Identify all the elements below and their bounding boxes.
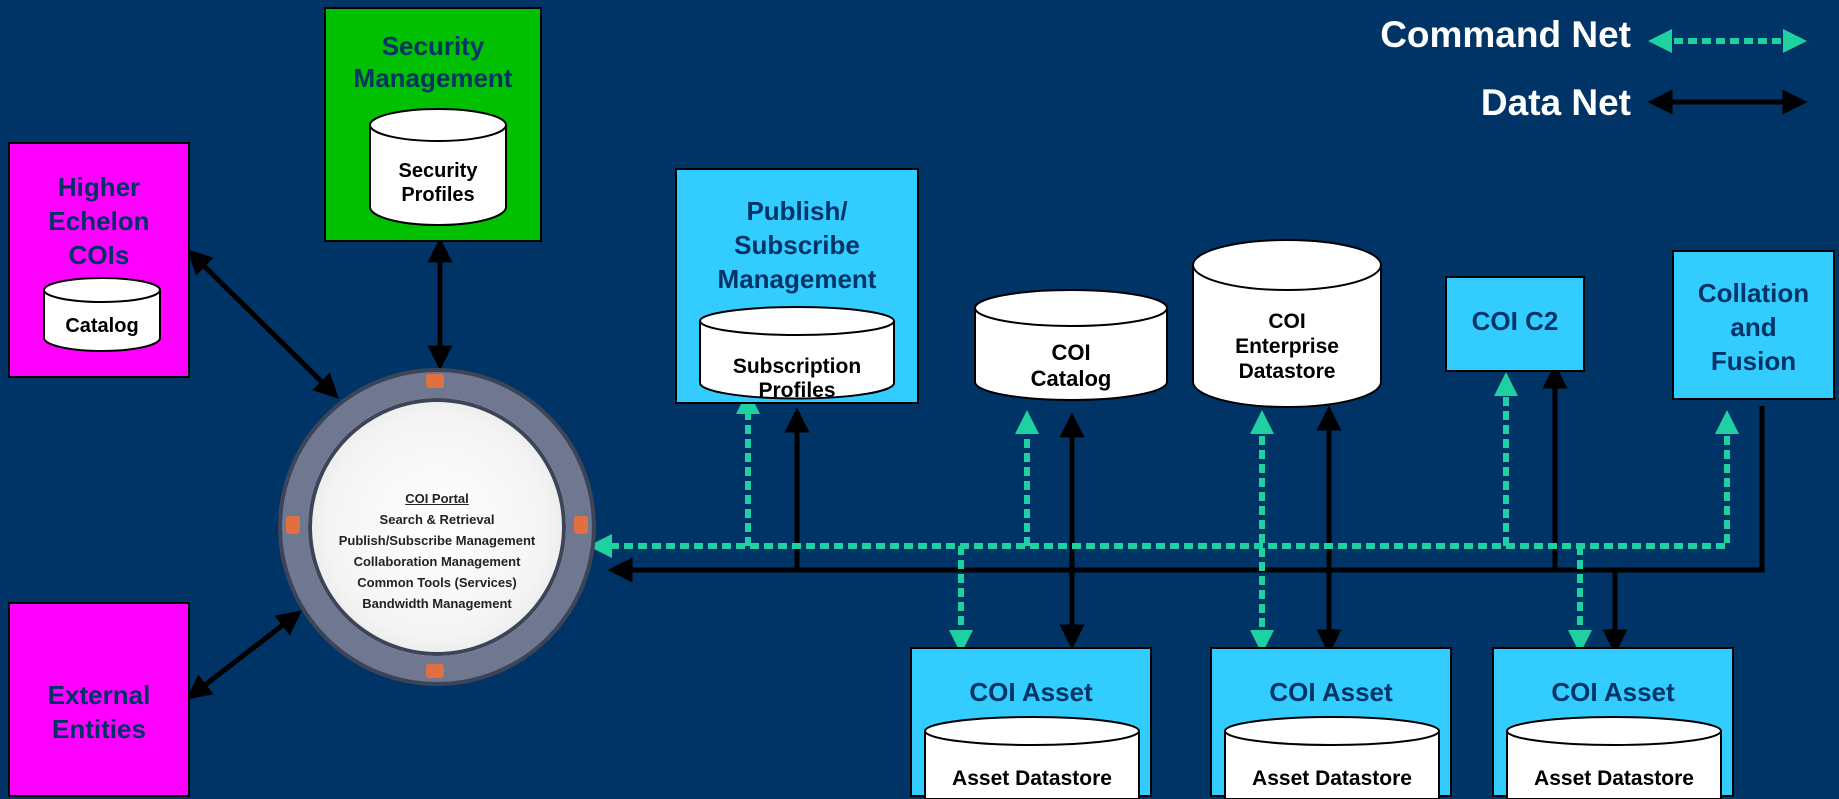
coi-catalog-label-2: Catalog [1031,366,1112,391]
subscription-profiles-label-2: Profiles [758,379,835,402]
catalog-cylinder: Catalog [43,277,161,352]
external-entities-title-1: External [47,680,151,710]
asset-datastore-cylinder: Asset Datastore [924,716,1140,799]
asset-datastore-label: Asset Datastore [1534,767,1694,790]
portal-item: Search & Retrieval [379,512,495,527]
coi-asset-box-3: COI Asset Asset Datastore [1492,647,1734,799]
asset-datastore-cylinder: Asset Datastore [1506,716,1722,799]
coi-catalog-cylinder: COI Catalog [974,289,1168,401]
portal-chevron-bottom [426,664,444,678]
security-management-box: Security Management Security Profiles [324,7,542,242]
coi-catalog-label-1: COI [1051,340,1090,365]
coi-asset-box-1: COI Asset Asset Datastore [910,647,1152,799]
portal-chevron-right [574,516,588,534]
security-management-title-2: Management [353,63,513,93]
security-management-title-1: Security [381,31,485,61]
higher-echelon-title-2: Echelon [48,206,150,236]
asset-datastore-label: Asset Datastore [952,767,1112,790]
coi-portal: COI Portal Search & Retrieval Publish/Su… [282,372,592,682]
portal-heading: COI Portal [405,491,469,506]
portal-text: COI Portal Search & Retrieval Publish/Su… [308,488,566,614]
external-entities-title-2: Entities [52,714,146,744]
collation-title-1: Collation [1697,278,1810,308]
coi-c2-title: COI C2 [1471,306,1559,336]
security-profiles-label-1: Security [399,160,479,182]
subscription-profiles-cylinder: Subscription Profiles [699,306,895,402]
portal-item: Collaboration Management [353,554,521,569]
coi-enterprise-label-2: Enterprise [1235,335,1339,358]
portal-item: Publish/Subscribe Management [338,533,536,548]
portal-chevron-top [426,374,444,388]
asset-datastore-label: Asset Datastore [1252,767,1412,790]
legend-command-net: Command Net [1380,14,1631,55]
portal-item: Common Tools (Services) [357,575,517,590]
collation-fusion-box: Collation and Fusion [1672,250,1835,400]
pubsub-title-3: Management [717,264,877,294]
coi-asset-box-2: COI Asset Asset Datastore [1210,647,1452,799]
asset-datastore-cylinder: Asset Datastore [1224,716,1440,799]
higher-echelon-title-3: COIs [68,240,130,270]
pubsub-title-2: Subscribe [734,230,860,260]
collation-title-3: Fusion [1710,346,1797,376]
catalog-label: Catalog [65,315,138,337]
security-profiles-label-2: Profiles [401,184,474,206]
coi-enterprise-label-1: COI [1268,310,1305,333]
coi-asset-title: COI Asset [1269,677,1393,707]
portal-chevron-left [286,516,300,534]
coi-enterprise-label-3: Datastore [1239,360,1336,383]
subscription-profiles-label-1: Subscription [733,355,861,378]
coi-asset-title: COI Asset [1551,677,1675,707]
security-profiles-cylinder: Security Profiles [369,108,507,226]
portal-item: Bandwidth Management [362,596,512,611]
coi-c2-box: COI C2 [1445,276,1585,372]
higher-echelon-cois-box: Higher Echelon COIs Catalog [8,142,190,378]
collation-title-2: and [1730,312,1777,342]
coi-enterprise-datastore-cylinder: COI Enterprise Datastore [1192,239,1382,408]
external-entities-box: External Entities [8,602,190,797]
legend-data-net: Data Net [1480,82,1631,123]
publish-subscribe-management-box: Publish/ Subscribe Management Subscripti… [675,168,919,404]
coi-asset-title: COI Asset [969,677,1093,707]
pubsub-title-1: Publish/ [746,196,848,226]
command-net-lines [588,372,1739,654]
higher-echelon-title-1: Higher [57,172,141,202]
